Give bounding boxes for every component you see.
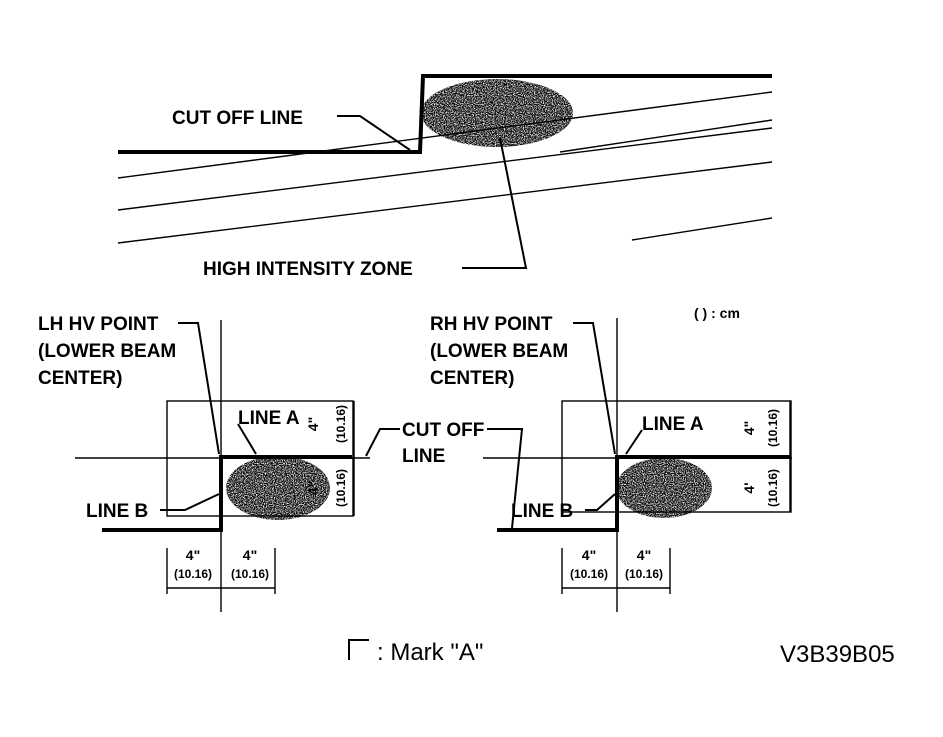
- rh-vdim-lower: 4': [741, 482, 757, 493]
- lh-cut-off-line: [102, 455, 352, 532]
- high-intensity-leader: [462, 137, 528, 269]
- beam-line-2: [117, 127, 773, 211]
- rh-line-b-leader: [585, 493, 616, 511]
- svg-text:CUT OFF: CUT OFF: [402, 420, 484, 441]
- rh-hdim-right-cm: (10.16): [625, 567, 663, 581]
- mark-a-label: : Mark "A": [377, 639, 483, 666]
- svg-text:RH HV POINT: RH HV POINT: [430, 314, 553, 335]
- lh-line-a-label: LINE A: [238, 408, 300, 429]
- lh-line-b-leader: [160, 493, 220, 511]
- rh-line-a-label: LINE A: [642, 414, 704, 435]
- lh-vdim-lower-cm: (10.16): [334, 469, 348, 507]
- center-leader-left: [365, 428, 400, 457]
- lh-hdim-right: 4": [243, 547, 257, 563]
- center-leader-right: [487, 428, 524, 529]
- cut-off-line-leader: [337, 115, 411, 151]
- beam-line-1: [117, 91, 773, 179]
- lh-line-a-leader: [237, 423, 257, 455]
- rh-vdim-upper-cm: (10.16): [766, 409, 780, 447]
- rh-hv-leader: [573, 322, 616, 455]
- beam-line-3: [117, 161, 773, 244]
- rh-panel: RH HV POINT (LOWER BEAM CENTER) LINE A L…: [430, 314, 792, 612]
- rh-vdim-lower-cm: (10.16): [766, 469, 780, 507]
- svg-text:LINE: LINE: [402, 446, 445, 467]
- cut-off-line-label: CUT OFF LINE: [172, 108, 303, 129]
- rh-hv-point-label: RH HV POINT (LOWER BEAM CENTER): [430, 314, 568, 389]
- lh-hdim-left: 4": [186, 547, 200, 563]
- lh-hdim-right-cm: (10.16): [231, 567, 269, 581]
- rh-line-a-leader: [625, 429, 643, 455]
- rh-cut-off-line: [497, 455, 790, 532]
- svg-text:LH HV POINT: LH HV POINT: [38, 314, 159, 335]
- figure-code: V3B39B05: [780, 641, 895, 668]
- beam-line-5: [631, 217, 773, 241]
- mark-a-symbol-icon: [348, 639, 369, 660]
- lh-panel: LH HV POINT (LOWER BEAM CENTER) LINE A L…: [38, 314, 370, 612]
- svg-text:CENTER): CENTER): [38, 368, 122, 389]
- beam-line-4: [559, 119, 773, 153]
- rh-hdim-right: 4": [637, 547, 651, 563]
- svg-text:(LOWER BEAM: (LOWER BEAM: [430, 341, 568, 362]
- svg-text:CENTER): CENTER): [430, 368, 514, 389]
- rh-vdim-upper: 4": [741, 421, 757, 435]
- lh-hv-leader: [178, 322, 220, 455]
- lh-line-b-label: LINE B: [86, 501, 148, 522]
- rh-line-b-label: LINE B: [511, 501, 573, 522]
- lh-high-intensity-zone: [226, 456, 330, 520]
- svg-text:(LOWER BEAM: (LOWER BEAM: [38, 341, 176, 362]
- top-beam-pattern: CUT OFF LINE HIGH INTENSITY ZONE: [117, 74, 773, 280]
- lh-hv-point-label: LH HV POINT (LOWER BEAM CENTER): [38, 314, 176, 389]
- high-intensity-label: HIGH INTENSITY ZONE: [203, 259, 413, 280]
- mark-a-legend: : Mark "A": [348, 639, 483, 666]
- lh-vdim-lower: 4": [305, 481, 321, 495]
- lh-vdim-upper-cm: (10.16): [334, 405, 348, 443]
- center-cut-off-label: CUT OFF LINE: [365, 420, 524, 529]
- lh-vdim-upper: 4": [305, 417, 321, 431]
- rh-high-intensity-zone: [616, 458, 712, 518]
- lh-hdim-left-cm: (10.16): [174, 567, 212, 581]
- high-intensity-zone-top: [421, 79, 573, 147]
- unit-note: ( ) : cm: [694, 305, 740, 321]
- rh-hdim-left-cm: (10.16): [570, 567, 608, 581]
- rh-hdim-left: 4": [582, 547, 596, 563]
